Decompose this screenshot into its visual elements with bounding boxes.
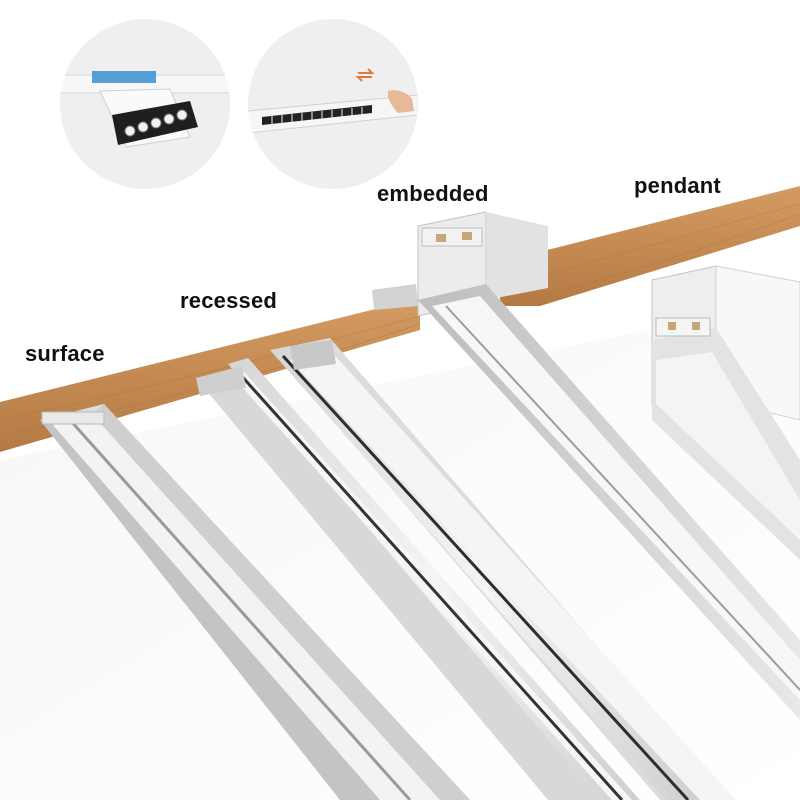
grille-module-image [248, 68, 418, 134]
pendant-profile [651, 265, 800, 560]
embedded-profile [372, 211, 800, 720]
recessed-profile-1 [196, 358, 640, 800]
recessed-label: recessed [180, 288, 278, 313]
surface-profile [40, 404, 470, 800]
spot-module-image [60, 71, 230, 148]
recessed-profile-2 [270, 338, 736, 800]
wood-beam-right [500, 186, 800, 306]
pendant-label: pendant [634, 173, 721, 198]
spot-module-inset [60, 19, 230, 189]
surface-label: surface [25, 341, 105, 366]
embedded-label: embedded [377, 181, 489, 206]
grille-module-inset [248, 19, 418, 189]
